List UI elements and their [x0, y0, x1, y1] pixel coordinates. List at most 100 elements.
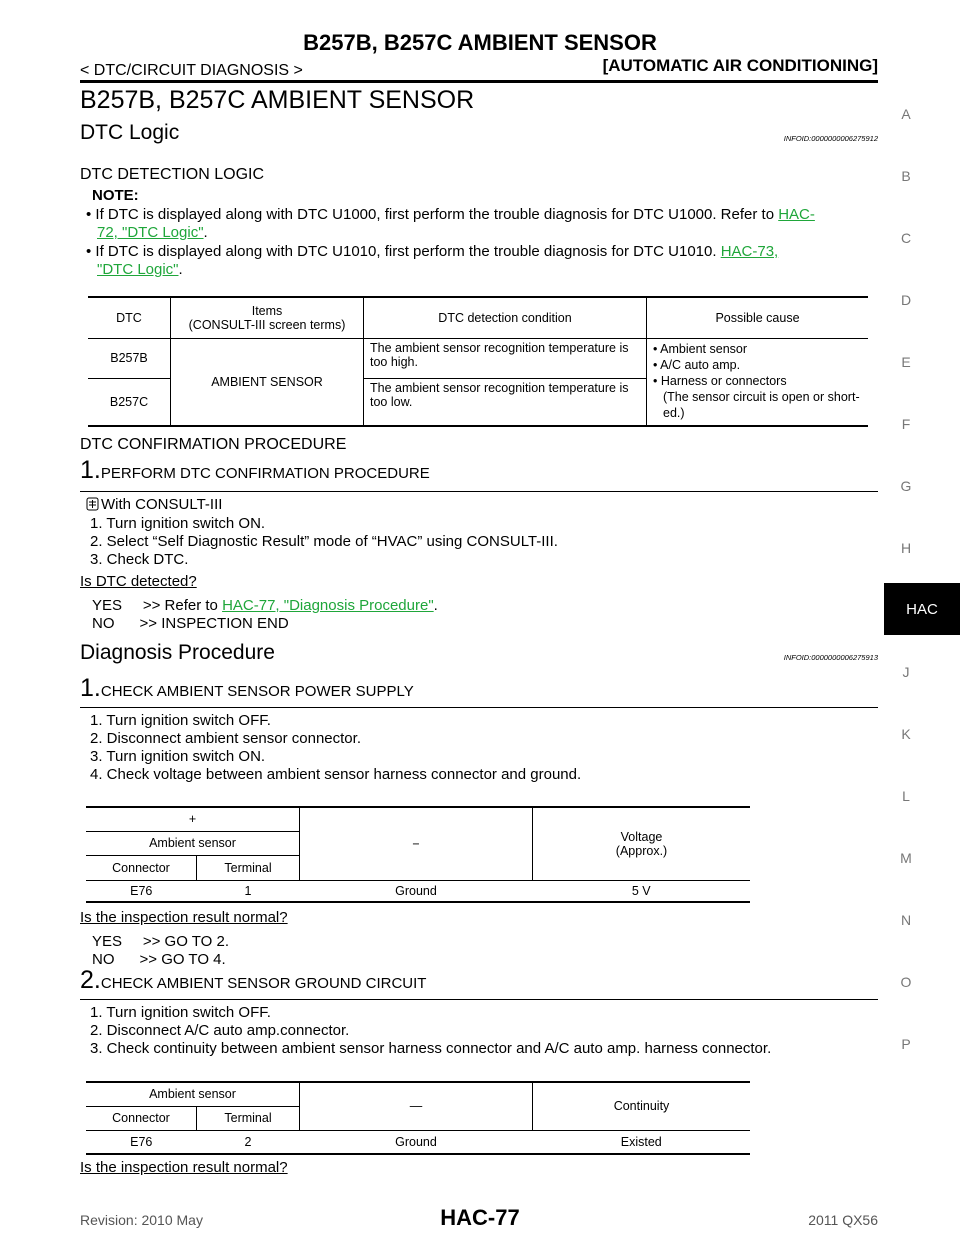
side-tab-active[interactable]: HAC [884, 583, 960, 635]
header-rule [80, 80, 878, 83]
table-cell: E76 [130, 883, 153, 898]
step-title: PERFORM DTC CONFIRMATION PROCEDURE [100, 465, 430, 482]
th-condition: DTC detection condition [363, 297, 647, 338]
dtc-condition: The ambient sensor recognition temperatu… [363, 378, 647, 426]
diagnosis-step-1: 1.CHECK AMBIENT SENSOR POWER SUPPLY [80, 674, 414, 703]
diagnosis-step-2: 2.CHECK AMBIENT SENSOR GROUND CIRCUIT [80, 966, 426, 995]
list-item: 1. Turn ignition switch OFF. [90, 712, 271, 729]
side-tab-m[interactable]: M [900, 850, 912, 866]
cause-3: • Harness or connectors [653, 373, 787, 388]
table-cell: Ground [395, 1134, 437, 1149]
dtc-item: AMBIENT SENSOR [170, 338, 364, 426]
header-title: B257B, B257C AMBIENT SENSOR [303, 30, 657, 55]
step-title: CHECK AMBIENT SENSOR GROUND CIRCUIT [100, 975, 427, 992]
th-continuity: Continuity [613, 1099, 670, 1114]
th-dash: — [299, 1082, 533, 1130]
th-connector: Connector [86, 855, 197, 880]
side-tab-f[interactable]: F [901, 416, 911, 432]
step-1-question: Is the inspection result normal? [80, 909, 288, 926]
dtc-table: DTC Items (CONSULT-III screen terms) DTC… [88, 296, 868, 427]
note-2-cont: "DTC Logic". [97, 261, 183, 279]
step-rule [80, 999, 878, 1000]
note-1-link-cont[interactable]: 72, "DTC Logic" [97, 224, 204, 241]
diagnosis-heading: Diagnosis Procedure [80, 641, 275, 664]
side-tab-n[interactable]: N [900, 912, 912, 928]
step-2-list: 1. Turn ignition switch OFF. 2. Disconne… [90, 1004, 771, 1058]
th-cause: Possible cause [715, 310, 800, 325]
cause-2: • A/C auto amp. [653, 357, 741, 372]
confirmation-steps: 1. Turn ignition switch ON. 2. Select “S… [90, 515, 558, 569]
note-label: NOTE: [92, 187, 139, 204]
yes-end: . [433, 597, 438, 614]
side-tab-k[interactable]: K [901, 726, 911, 742]
continuity-table: Ambient sensor — Continuity Connector Te… [86, 1081, 750, 1155]
cause-3-detail-b: ed.) [663, 405, 685, 420]
list-item: 2. Select “Self Diagnostic Result” mode … [90, 533, 558, 550]
side-tab-j[interactable]: J [902, 664, 910, 680]
list-item: 2. Disconnect ambient sensor connector. [90, 730, 361, 747]
note-1-link[interactable]: HAC- [778, 206, 815, 223]
step-1-yes: YES >> GO TO 2. [92, 933, 230, 950]
th-terminal: Terminal [196, 855, 300, 880]
confirmation-question: Is DTC detected? [80, 573, 197, 590]
cause-1: • Ambient sensor [653, 341, 748, 356]
footer-model: 2011 QX56 [808, 1212, 878, 1228]
list-item: 4. Check voltage between ambient sensor … [90, 766, 582, 783]
list-item: 3. Turn ignition switch ON. [90, 748, 266, 765]
table-cell: Existed [620, 1134, 662, 1149]
side-tab-d[interactable]: D [900, 292, 912, 308]
dtc-code: B257B [88, 338, 171, 378]
th-ambient-sensor: Ambient sensor [86, 831, 300, 855]
side-tab-e[interactable]: E [901, 354, 911, 370]
side-tab-h[interactable]: H [900, 540, 912, 556]
voltage-table: + − Voltage (Approx.) Ambient sensor Con… [86, 806, 750, 903]
cause-3-detail-a: (The sensor circuit is open or short- [663, 389, 860, 404]
table-cell: E76 [130, 1134, 153, 1149]
side-tab-a[interactable]: A [901, 106, 911, 122]
diagnosis-procedure-link[interactable]: HAC-77, "Diagnosis Procedure" [222, 597, 434, 614]
dtc-logic-infoid: INFOID:0000000006275912 [783, 134, 878, 143]
note-1: • If DTC is displayed along with DTC U10… [86, 206, 878, 224]
note-2: • If DTC is displayed along with DTC U10… [86, 243, 878, 261]
yes-text: YES >> Refer to [92, 597, 223, 614]
breadcrumb: < DTC/CIRCUIT DIAGNOSIS > [80, 62, 303, 79]
side-tab-b[interactable]: B [901, 168, 911, 184]
confirmation-step-1: 1.PERFORM DTC CONFIRMATION PROCEDURE [80, 456, 430, 485]
step-number: 1. [80, 456, 101, 484]
dtc-possible-cause: • Ambient sensor • A/C auto amp. • Harne… [647, 338, 869, 426]
list-item: 2. Disconnect A/C auto amp.connector. [90, 1022, 350, 1039]
side-tab-l[interactable]: L [902, 788, 910, 804]
page-number: HAC-77 [440, 1205, 520, 1230]
th-plus: + [86, 807, 300, 831]
side-tab-g[interactable]: G [900, 478, 912, 494]
note-1-text: • If DTC is displayed along with DTC U10… [86, 206, 779, 223]
confirmation-heading: DTC CONFIRMATION PROCEDURE [80, 436, 347, 453]
side-tab-o[interactable]: O [900, 974, 912, 990]
note-1-end: . [203, 224, 208, 241]
th-ambient-sensor: Ambient sensor [86, 1082, 300, 1106]
side-tab-c[interactable]: C [900, 230, 912, 246]
note-2-link[interactable]: HAC-73, [720, 243, 779, 260]
diagnosis-infoid: INFOID:0000000006275913 [783, 653, 878, 662]
side-tab-p[interactable]: P [901, 1036, 911, 1052]
th-terminal: Terminal [196, 1106, 300, 1130]
table-cell: 2 [244, 1134, 252, 1149]
step-number: 2. [80, 966, 101, 994]
dtc-code: B257C [88, 378, 171, 426]
with-consult-text: With CONSULT-III [101, 496, 223, 513]
step-rule [80, 707, 878, 708]
note-2-text: • If DTC is displayed along with DTC U10… [86, 243, 721, 260]
list-item: 1. Turn ignition switch OFF. [90, 1004, 271, 1021]
note-2-link-cont[interactable]: "DTC Logic" [97, 261, 179, 278]
list-item: 1. Turn ignition switch ON. [90, 515, 266, 532]
th-connector: Connector [86, 1106, 197, 1130]
confirmation-yes: YES >> Refer to HAC-77, "Diagnosis Proce… [92, 597, 438, 615]
th-minus: − [299, 807, 533, 880]
with-consult: With CONSULT-III [86, 496, 222, 514]
section-label: [AUTOMATIC AIR CONDITIONING] [602, 56, 878, 75]
confirmation-no: NO >> INSPECTION END [92, 615, 289, 632]
list-item: 3. Check DTC. [90, 551, 189, 568]
table-cell: Ground [395, 883, 437, 898]
step-number: 1. [80, 674, 101, 702]
footer-revision: Revision: 2010 May [80, 1212, 203, 1228]
